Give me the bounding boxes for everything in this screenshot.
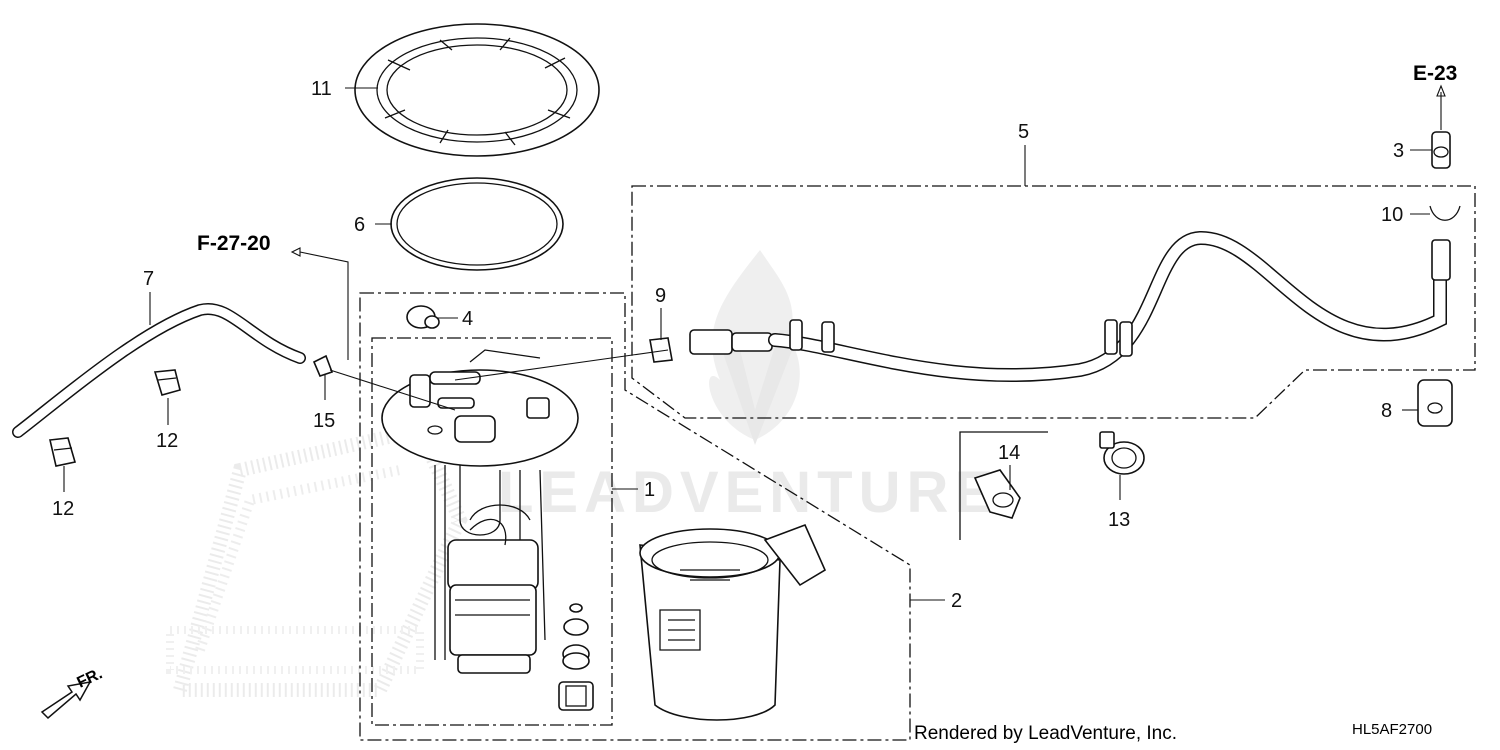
rendered-by-text: Rendered by LeadVenture, Inc. bbox=[914, 723, 1177, 744]
callout-6: 6 bbox=[354, 214, 365, 236]
part-1-fuel-pump-module[interactable] bbox=[381, 349, 579, 674]
callout-15: 15 bbox=[313, 410, 335, 432]
part-7-breather-hose[interactable] bbox=[12, 302, 306, 438]
part-8-grommet[interactable] bbox=[1417, 379, 1453, 427]
callout-9: 9 bbox=[655, 285, 666, 307]
part-6-gasket[interactable] bbox=[390, 177, 564, 271]
callout-2: 2 bbox=[951, 590, 962, 612]
group-bracket-13-14 bbox=[959, 431, 1048, 540]
callout-12a: 12 bbox=[156, 430, 178, 452]
part-15-clip[interactable] bbox=[312, 354, 334, 377]
callout-7: 7 bbox=[143, 268, 154, 290]
callout-12b: 12 bbox=[52, 498, 74, 520]
pump-o-rings[interactable] bbox=[562, 603, 590, 670]
part-3-joint[interactable] bbox=[1431, 131, 1451, 169]
part-4-cap[interactable] bbox=[406, 305, 440, 329]
part-12-clip-a[interactable] bbox=[153, 369, 181, 396]
part-13-hose-clamp[interactable] bbox=[1099, 431, 1145, 475]
leader-lines bbox=[63, 84, 1446, 601]
part-5-fuel-feed-hose[interactable] bbox=[689, 230, 1451, 383]
part-12-clip-b[interactable] bbox=[49, 437, 77, 467]
callout-3: 3 bbox=[1393, 140, 1404, 162]
assembly-outline-1 bbox=[371, 337, 613, 726]
part-11-retaining-ring[interactable] bbox=[354, 23, 600, 157]
part-10-clip[interactable] bbox=[1429, 205, 1461, 221]
assembly-outline-5 bbox=[631, 185, 1476, 419]
honda-logo-watermark bbox=[166, 421, 468, 697]
callout-1: 1 bbox=[644, 479, 655, 501]
callout-labels: 11 6 4 7 12 12 15 9 5 3 10 8 14 13 1 2 bbox=[52, 78, 1404, 612]
reference-e-23[interactable]: E-23 bbox=[1413, 62, 1457, 85]
callout-10: 10 bbox=[1381, 204, 1403, 226]
reference-f-27-20[interactable]: F-27-20 bbox=[197, 232, 271, 255]
pump-filter-cap[interactable] bbox=[558, 681, 594, 711]
callout-13: 13 bbox=[1108, 509, 1130, 531]
callout-8: 8 bbox=[1381, 400, 1392, 422]
leadventure-text-watermark: LEADVENTURE bbox=[498, 460, 999, 525]
callout-14: 14 bbox=[998, 442, 1020, 464]
callout-5: 5 bbox=[1018, 121, 1029, 143]
callout-4: 4 bbox=[462, 308, 473, 330]
diagram-code: HL5AF2700 bbox=[1352, 721, 1432, 738]
front-label: FR. bbox=[75, 665, 106, 691]
callout-11: 11 bbox=[311, 78, 332, 100]
part-2-pump-housing[interactable] bbox=[639, 523, 827, 721]
part-9-connector[interactable] bbox=[649, 337, 673, 363]
front-direction-arrow: FR. bbox=[40, 665, 106, 720]
part-14-clamp[interactable] bbox=[973, 469, 1021, 519]
